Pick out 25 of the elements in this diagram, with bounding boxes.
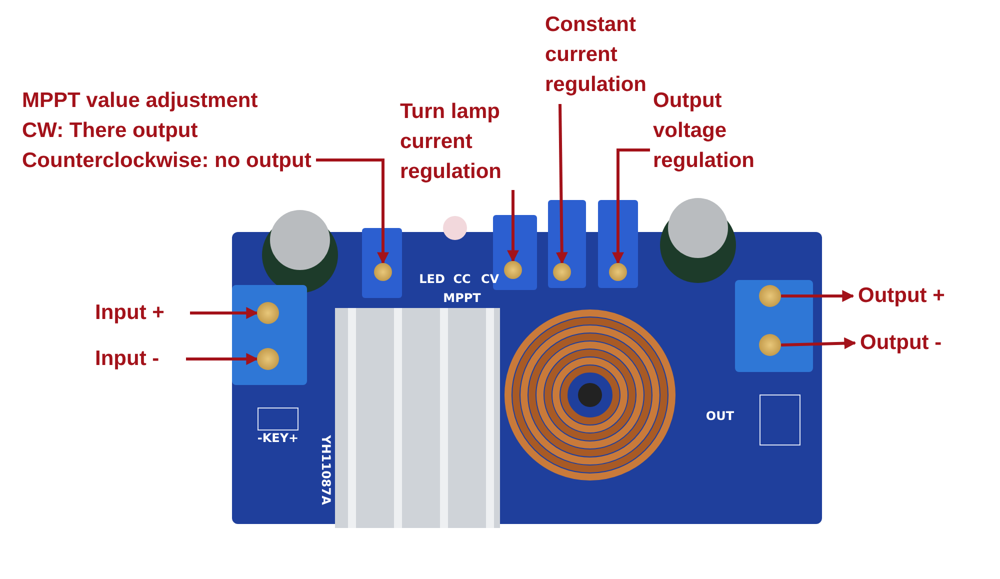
- callout-text: Counterclockwise: no output: [22, 148, 312, 174]
- leader-arrow: [186, 353, 258, 365]
- callout-text: Constant current regulation: [545, 12, 648, 98]
- callout-text: MPPT value adjustment: [22, 88, 259, 114]
- callout-text: Turn lamp current regulation: [400, 99, 503, 185]
- silkscreen-label: -KEY+: [257, 431, 299, 445]
- callout-text: Input +: [95, 300, 164, 326]
- leader-arrow: [556, 104, 568, 264]
- callout-text: Input -: [95, 346, 160, 372]
- callout-text: Output +: [858, 283, 945, 309]
- leader-arrow: [316, 158, 389, 264]
- silkscreen-label: OUT: [706, 409, 734, 423]
- silkscreen-label: MPPT: [443, 291, 481, 305]
- silkscreen-label: CV: [480, 272, 500, 286]
- leader-arrow: [780, 337, 856, 350]
- leader-arrow: [507, 190, 519, 262]
- leader-arrow: [190, 307, 258, 319]
- silkscreen-label: YH11087A: [319, 435, 333, 505]
- leader-arrow: [612, 148, 650, 264]
- silkscreen-label: CC: [453, 272, 471, 286]
- callout-text: Output voltage regulation: [653, 88, 756, 174]
- silkscreen-label: LED: [419, 272, 445, 286]
- callout-text: CW: There output: [22, 118, 199, 144]
- callout-text: Output -: [860, 330, 942, 356]
- leader-arrow: [781, 290, 854, 302]
